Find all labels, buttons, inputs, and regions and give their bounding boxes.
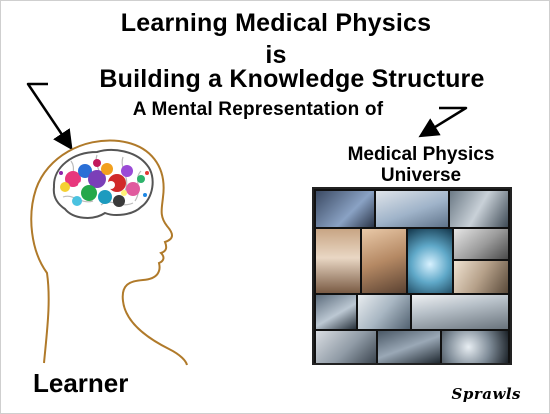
universe-label-line-2: Universe [380, 165, 462, 186]
author-signature: Sprawls [451, 385, 521, 403]
collage-photo-5 [362, 229, 406, 293]
collage-photo-10 [358, 295, 410, 329]
arrow-to-learner [26, 82, 73, 151]
collage-photo-2 [376, 191, 448, 227]
collage-photo-4 [316, 229, 360, 293]
medical-physics-collage [312, 187, 512, 365]
title-line-2: is [265, 41, 287, 69]
collage-photo-14 [442, 331, 508, 363]
collage-photo-9 [316, 295, 356, 329]
collage-photo-8 [454, 261, 508, 293]
collage-photo-13 [378, 331, 440, 363]
collage-photo-12 [316, 331, 376, 363]
title-line-1: Learning Medical Physics [120, 9, 432, 37]
collage-photo-7 [454, 229, 508, 259]
arrow-to-universe [418, 106, 468, 138]
brain [52, 148, 154, 219]
learner-head-outline [30, 139, 188, 366]
collage-photo-3 [450, 191, 508, 227]
title-line-3: Building a Knowledge Structure [99, 65, 485, 93]
collage-photo-6 [408, 229, 452, 293]
collage-photo-1 [316, 191, 374, 227]
universe-label-line-1: Medical Physics [347, 144, 495, 165]
learner-label: Learner [33, 368, 129, 398]
collage-photo-11 [412, 295, 508, 329]
title-line-4: A Mental Representation of [132, 99, 384, 120]
